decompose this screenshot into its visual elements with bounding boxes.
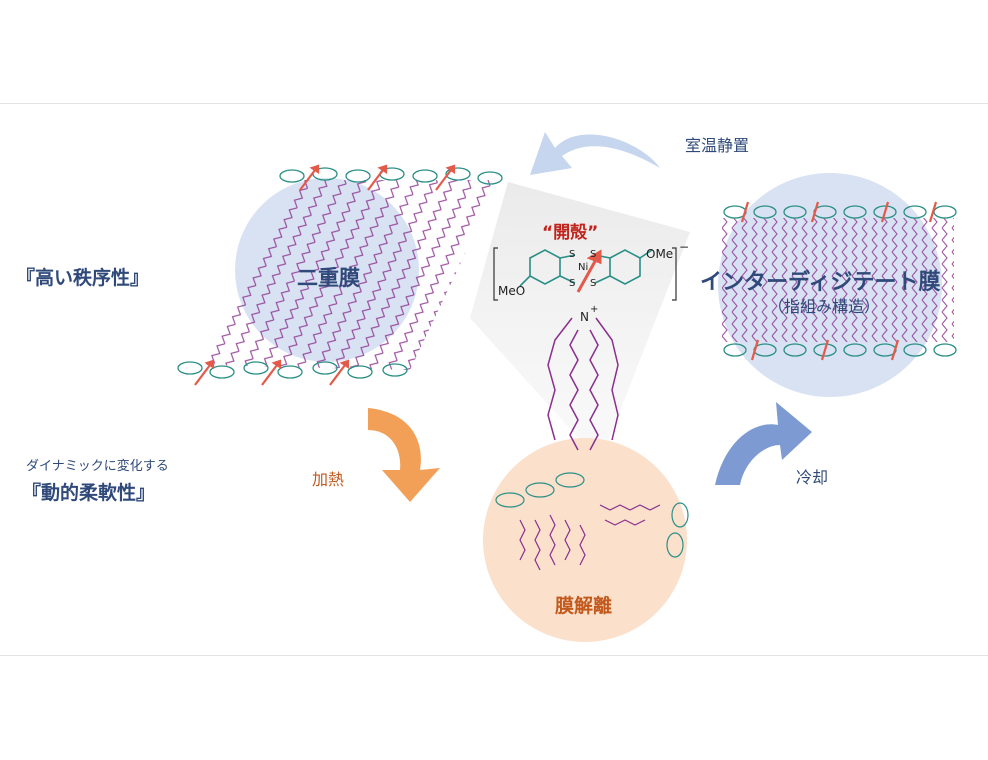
bracket-left <box>493 247 498 301</box>
heating-arrow <box>368 408 440 502</box>
high-order-label: 『高い秩序性』 <box>16 267 150 289</box>
bilayer-headgroups-bottom <box>177 361 408 379</box>
ammonium-tails <box>547 317 619 451</box>
interdigitated-label: インターディジテート膜 <box>700 270 941 295</box>
interdigitated-headgroups <box>723 205 957 357</box>
nickel-label: Ni <box>578 262 589 273</box>
cooling-label: 冷却 <box>796 468 829 487</box>
nickel-complex-structure <box>519 249 653 287</box>
room-temp-label: 室温静置 <box>685 136 750 155</box>
interdigitated-lipid-tails <box>722 218 954 342</box>
frame-bottom-line <box>0 655 988 656</box>
bilayer-spin-arrows <box>194 164 456 386</box>
bracket-right <box>672 247 677 301</box>
sulfur-label-3: S <box>569 278 576 289</box>
bilayer-label: 二重膜 <box>297 266 360 290</box>
dynamic-small-label: ダイナミックに変化する <box>26 459 169 474</box>
sulfur-label-1: S <box>569 249 576 260</box>
dynamic-flex-label: 『動的柔軟性』 <box>22 482 156 504</box>
cooling-arrow <box>715 402 812 485</box>
room-temp-arrow <box>530 132 660 175</box>
sulfur-label-2: S <box>590 249 597 260</box>
open-shell-label: “開殻” <box>542 223 599 243</box>
bilayer-lipid-tails <box>205 180 500 370</box>
finger-structure-label: （指組み構造） <box>768 297 881 316</box>
magnify-cone <box>470 182 690 462</box>
heating-label: 加熱 <box>312 470 345 489</box>
ome-left-label: MeO <box>498 284 526 298</box>
dissociated-headgroups <box>495 472 689 558</box>
interdigitated-spin-arrows <box>740 201 938 361</box>
central-spin-arrow <box>576 249 602 293</box>
ome-right-label: OMe <box>646 247 674 261</box>
plus-label: + <box>590 304 599 315</box>
ammonium-label: N <box>580 310 589 324</box>
dissociated-lipids <box>519 504 661 571</box>
frame-top-line <box>0 103 988 104</box>
dissociation-label: 膜解離 <box>555 595 613 617</box>
dissociation-circle <box>483 438 687 642</box>
sulfur-label-4: S <box>590 278 597 289</box>
minus-label: − <box>679 240 690 254</box>
